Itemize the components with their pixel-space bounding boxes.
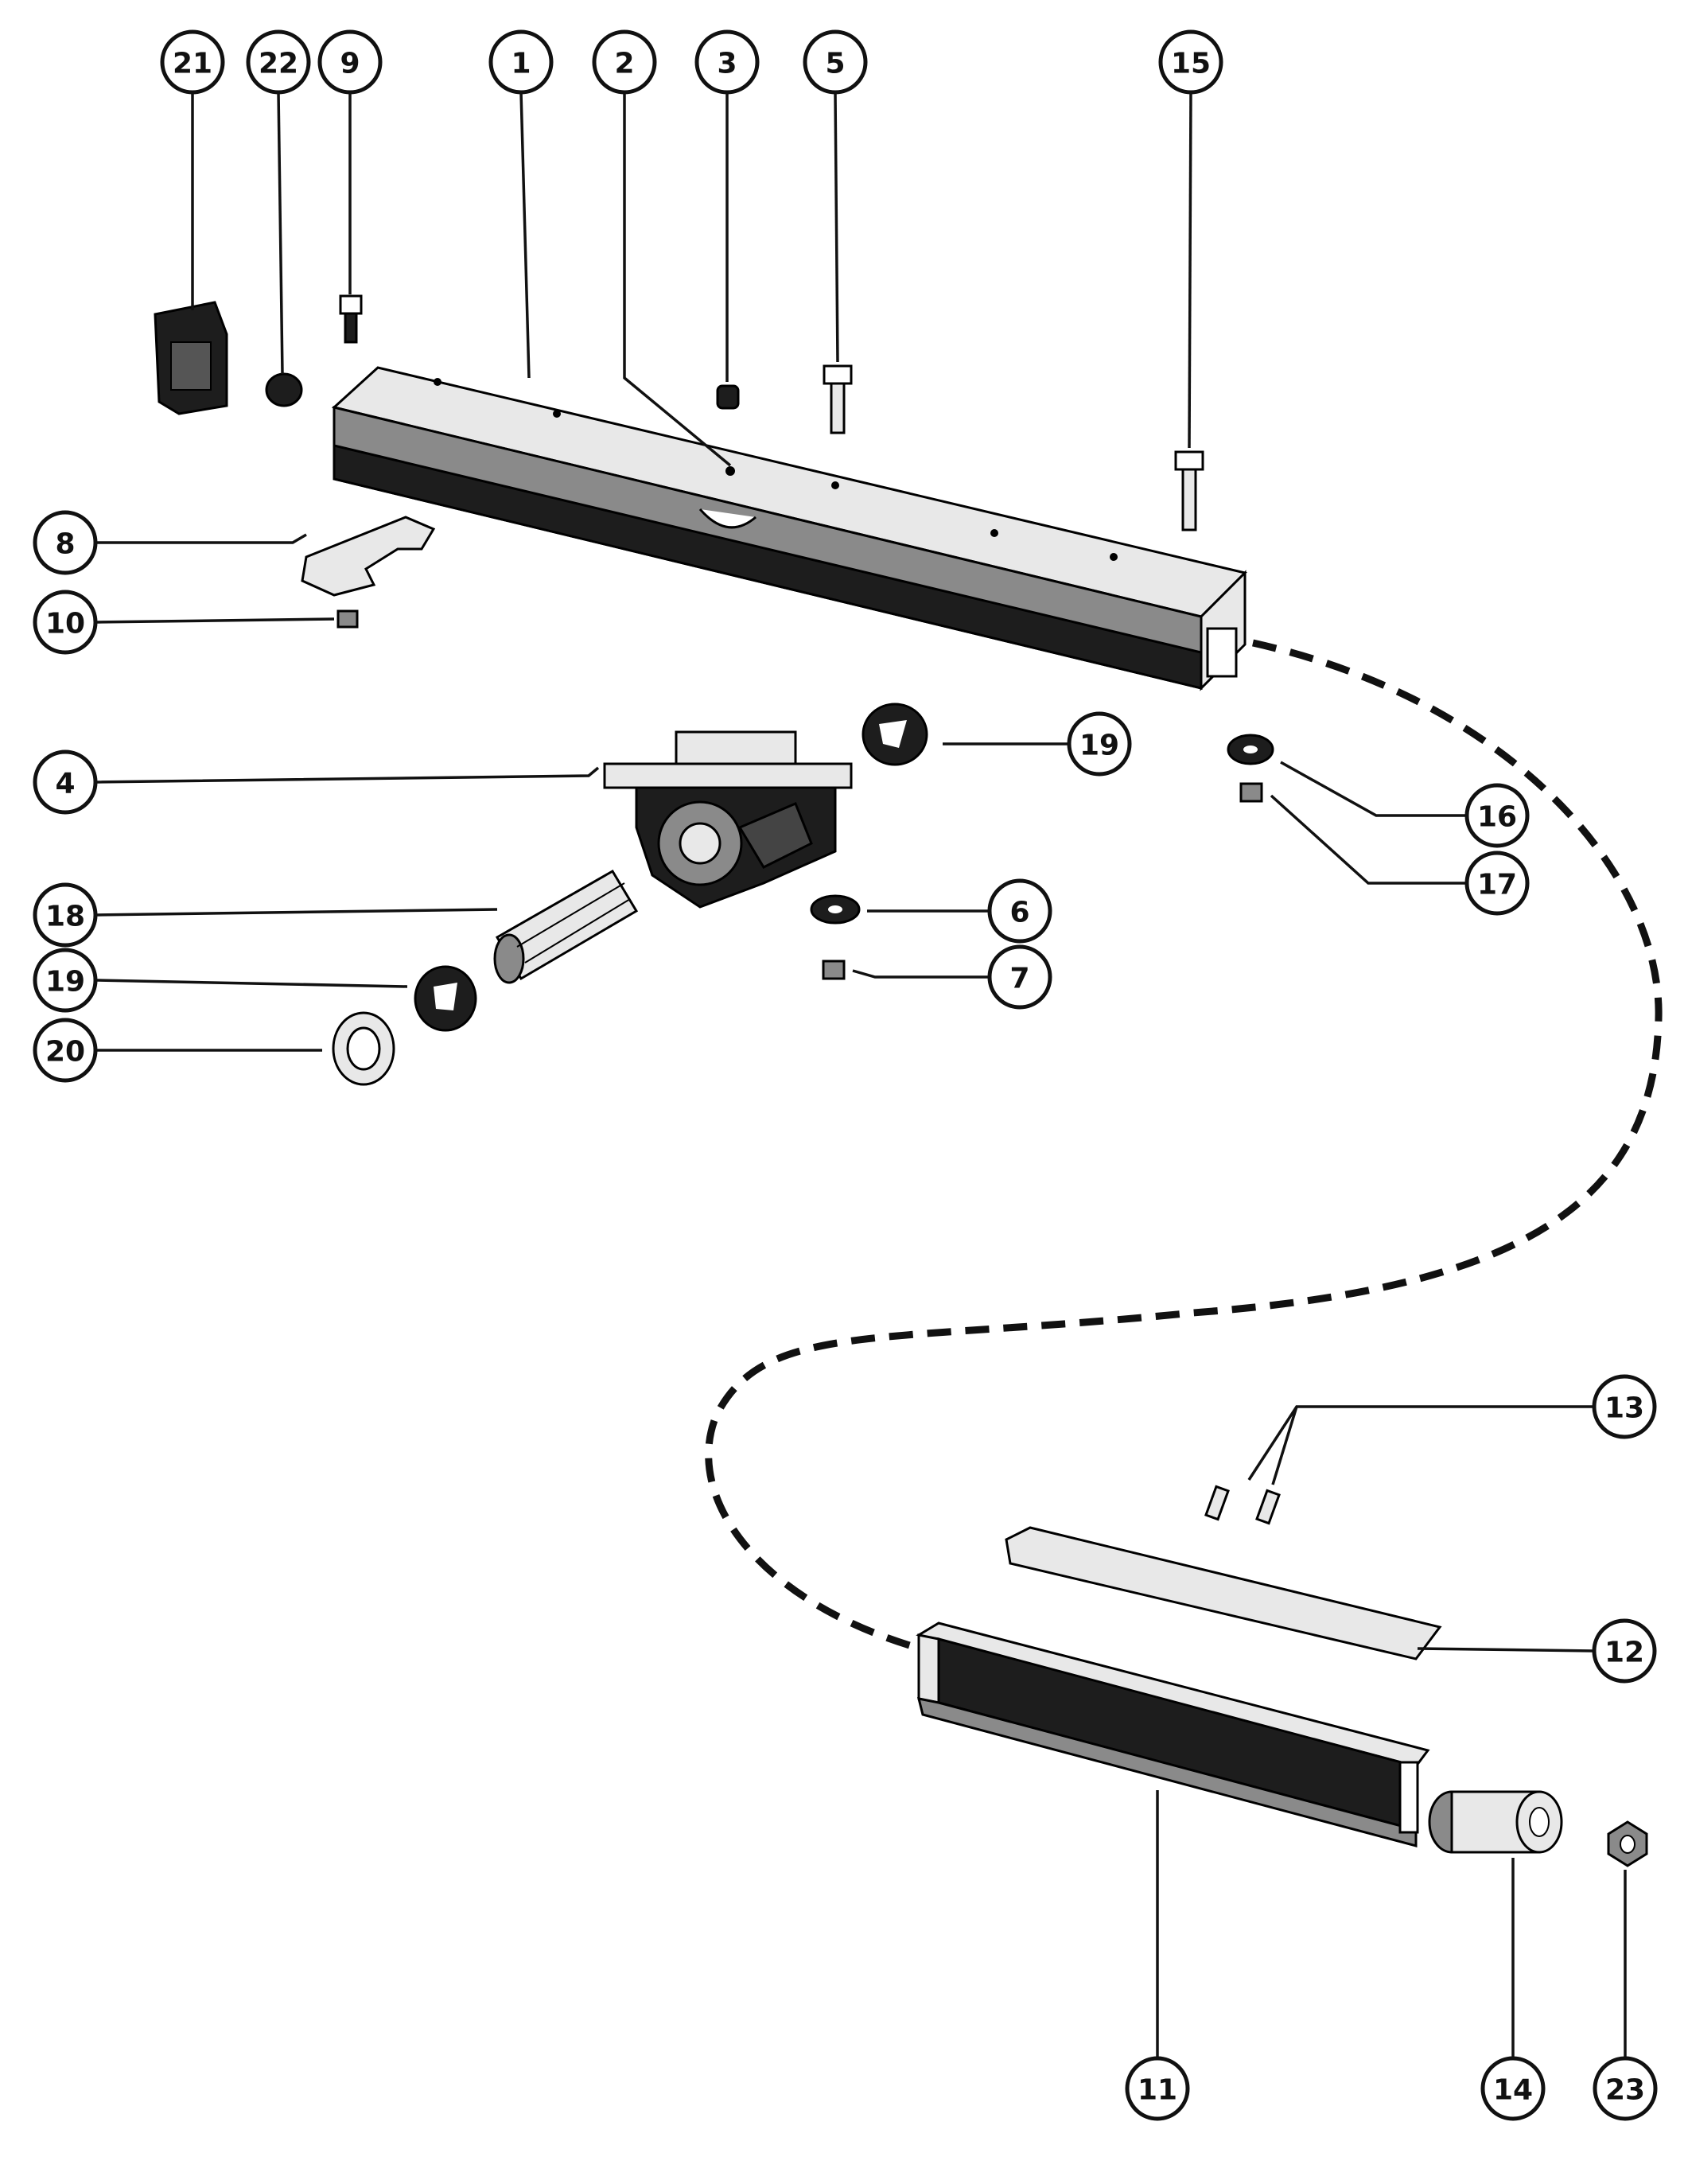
part-gear-housing [603,730,853,909]
callout-19-lower: 19 [33,948,98,1013]
svg-text:23: 23 [1605,2074,1645,2107]
svg-text:4: 4 [55,768,75,800]
part-hex-nut [1607,1820,1648,1867]
callout-22: 22 [246,29,311,95]
svg-text:7: 7 [1009,963,1029,995]
part-bushing-lower [414,965,477,1032]
part-bolt-5 [823,364,853,434]
svg-text:14: 14 [1493,2074,1533,2107]
callout-11: 11 [1125,2056,1190,2121]
callout-6: 6 [987,878,1052,944]
part-nut-17 [1239,782,1263,803]
part-bracket-plate [301,516,436,597]
part-splined-shaft [493,869,639,984]
part-pins [1204,1485,1281,1525]
callout-15: 15 [1158,29,1223,95]
callout-12: 12 [1592,1618,1657,1684]
callout-20: 20 [33,1018,98,1083]
svg-text:18: 18 [45,901,85,933]
part-nut-10 [336,609,359,629]
callout-16: 16 [1464,783,1530,848]
svg-text:6: 6 [1009,897,1029,929]
svg-text:13: 13 [1604,1392,1644,1425]
part-ring [332,1011,395,1086]
callout-14: 14 [1480,2056,1546,2121]
callout-17: 17 [1464,851,1530,916]
part-screw-9 [339,294,363,344]
svg-text:22: 22 [259,48,298,80]
dashed-connection-line [705,639,1663,1651]
svg-text:3: 3 [717,48,737,80]
part-rail [331,366,1247,691]
callout-2: 2 [592,29,657,95]
callout-18: 18 [33,882,98,948]
svg-text:2: 2 [614,48,634,80]
part-bushing-upper [862,703,928,766]
part-washer-16 [1227,734,1274,765]
callout-21: 21 [160,29,225,95]
leader-lines [96,91,1627,2057]
svg-text:21: 21 [173,48,212,80]
part-strip [1005,1526,1442,1660]
part-grommet [716,384,740,410]
callout-23: 23 [1593,2056,1658,2121]
callout-7: 7 [987,944,1052,1010]
callout-5: 5 [803,29,868,95]
part-coupler [1428,1790,1563,1854]
svg-text:5: 5 [825,48,845,80]
svg-text:11: 11 [1138,2074,1177,2107]
svg-text:20: 20 [45,1036,85,1069]
svg-text:19: 19 [1079,730,1119,762]
svg-text:8: 8 [55,528,75,561]
svg-text:16: 16 [1477,801,1517,834]
svg-text:10: 10 [45,608,85,640]
part-bolt-15 [1174,450,1204,531]
svg-text:12: 12 [1604,1637,1644,1669]
svg-text:17: 17 [1477,869,1517,901]
callout-13: 13 [1592,1374,1657,1439]
svg-text:19: 19 [45,966,85,999]
svg-text:15: 15 [1171,48,1211,80]
callout-4: 4 [33,749,98,815]
callout-3: 3 [694,29,760,95]
callout-19-upper: 19 [1067,711,1132,777]
svg-text:9: 9 [340,48,360,80]
part-washer-6 [810,894,861,925]
part-plug [265,372,303,407]
callout-1: 1 [488,29,554,95]
part-cap [154,301,228,415]
callout-8: 8 [33,510,98,575]
callout-10: 10 [33,590,98,655]
svg-text:1: 1 [511,48,531,80]
part-nut-7 [822,960,846,980]
callout-9: 9 [317,29,383,95]
part-rack [916,1621,1430,1847]
